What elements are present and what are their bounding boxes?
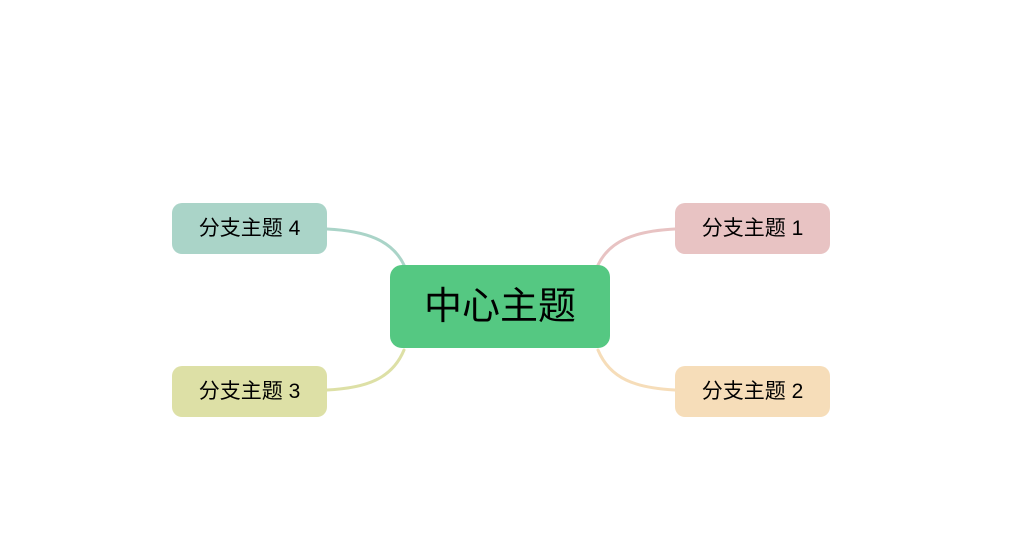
branch-node-1-label: 分支主题 1 xyxy=(701,217,804,240)
branch-node-4-label: 分支主题 4 xyxy=(198,217,301,240)
branch-node-2-label: 分支主题 2 xyxy=(701,380,804,403)
connector-branch-1 xyxy=(596,227,677,267)
branch-node-2[interactable]: 分支主题 2 xyxy=(675,366,830,417)
connector-branch-3 xyxy=(325,348,406,392)
branch-node-4[interactable]: 分支主题 4 xyxy=(172,203,327,254)
central-topic-label: 中心主题 xyxy=(423,285,576,328)
branch-node-3-label: 分支主题 3 xyxy=(198,380,301,403)
branch-node-3[interactable]: 分支主题 3 xyxy=(172,366,327,417)
central-topic-node[interactable]: 中心主题 xyxy=(390,265,610,348)
connector-branch-4 xyxy=(325,227,406,267)
branch-node-1[interactable]: 分支主题 1 xyxy=(675,203,830,254)
connector-branch-2 xyxy=(596,348,677,392)
